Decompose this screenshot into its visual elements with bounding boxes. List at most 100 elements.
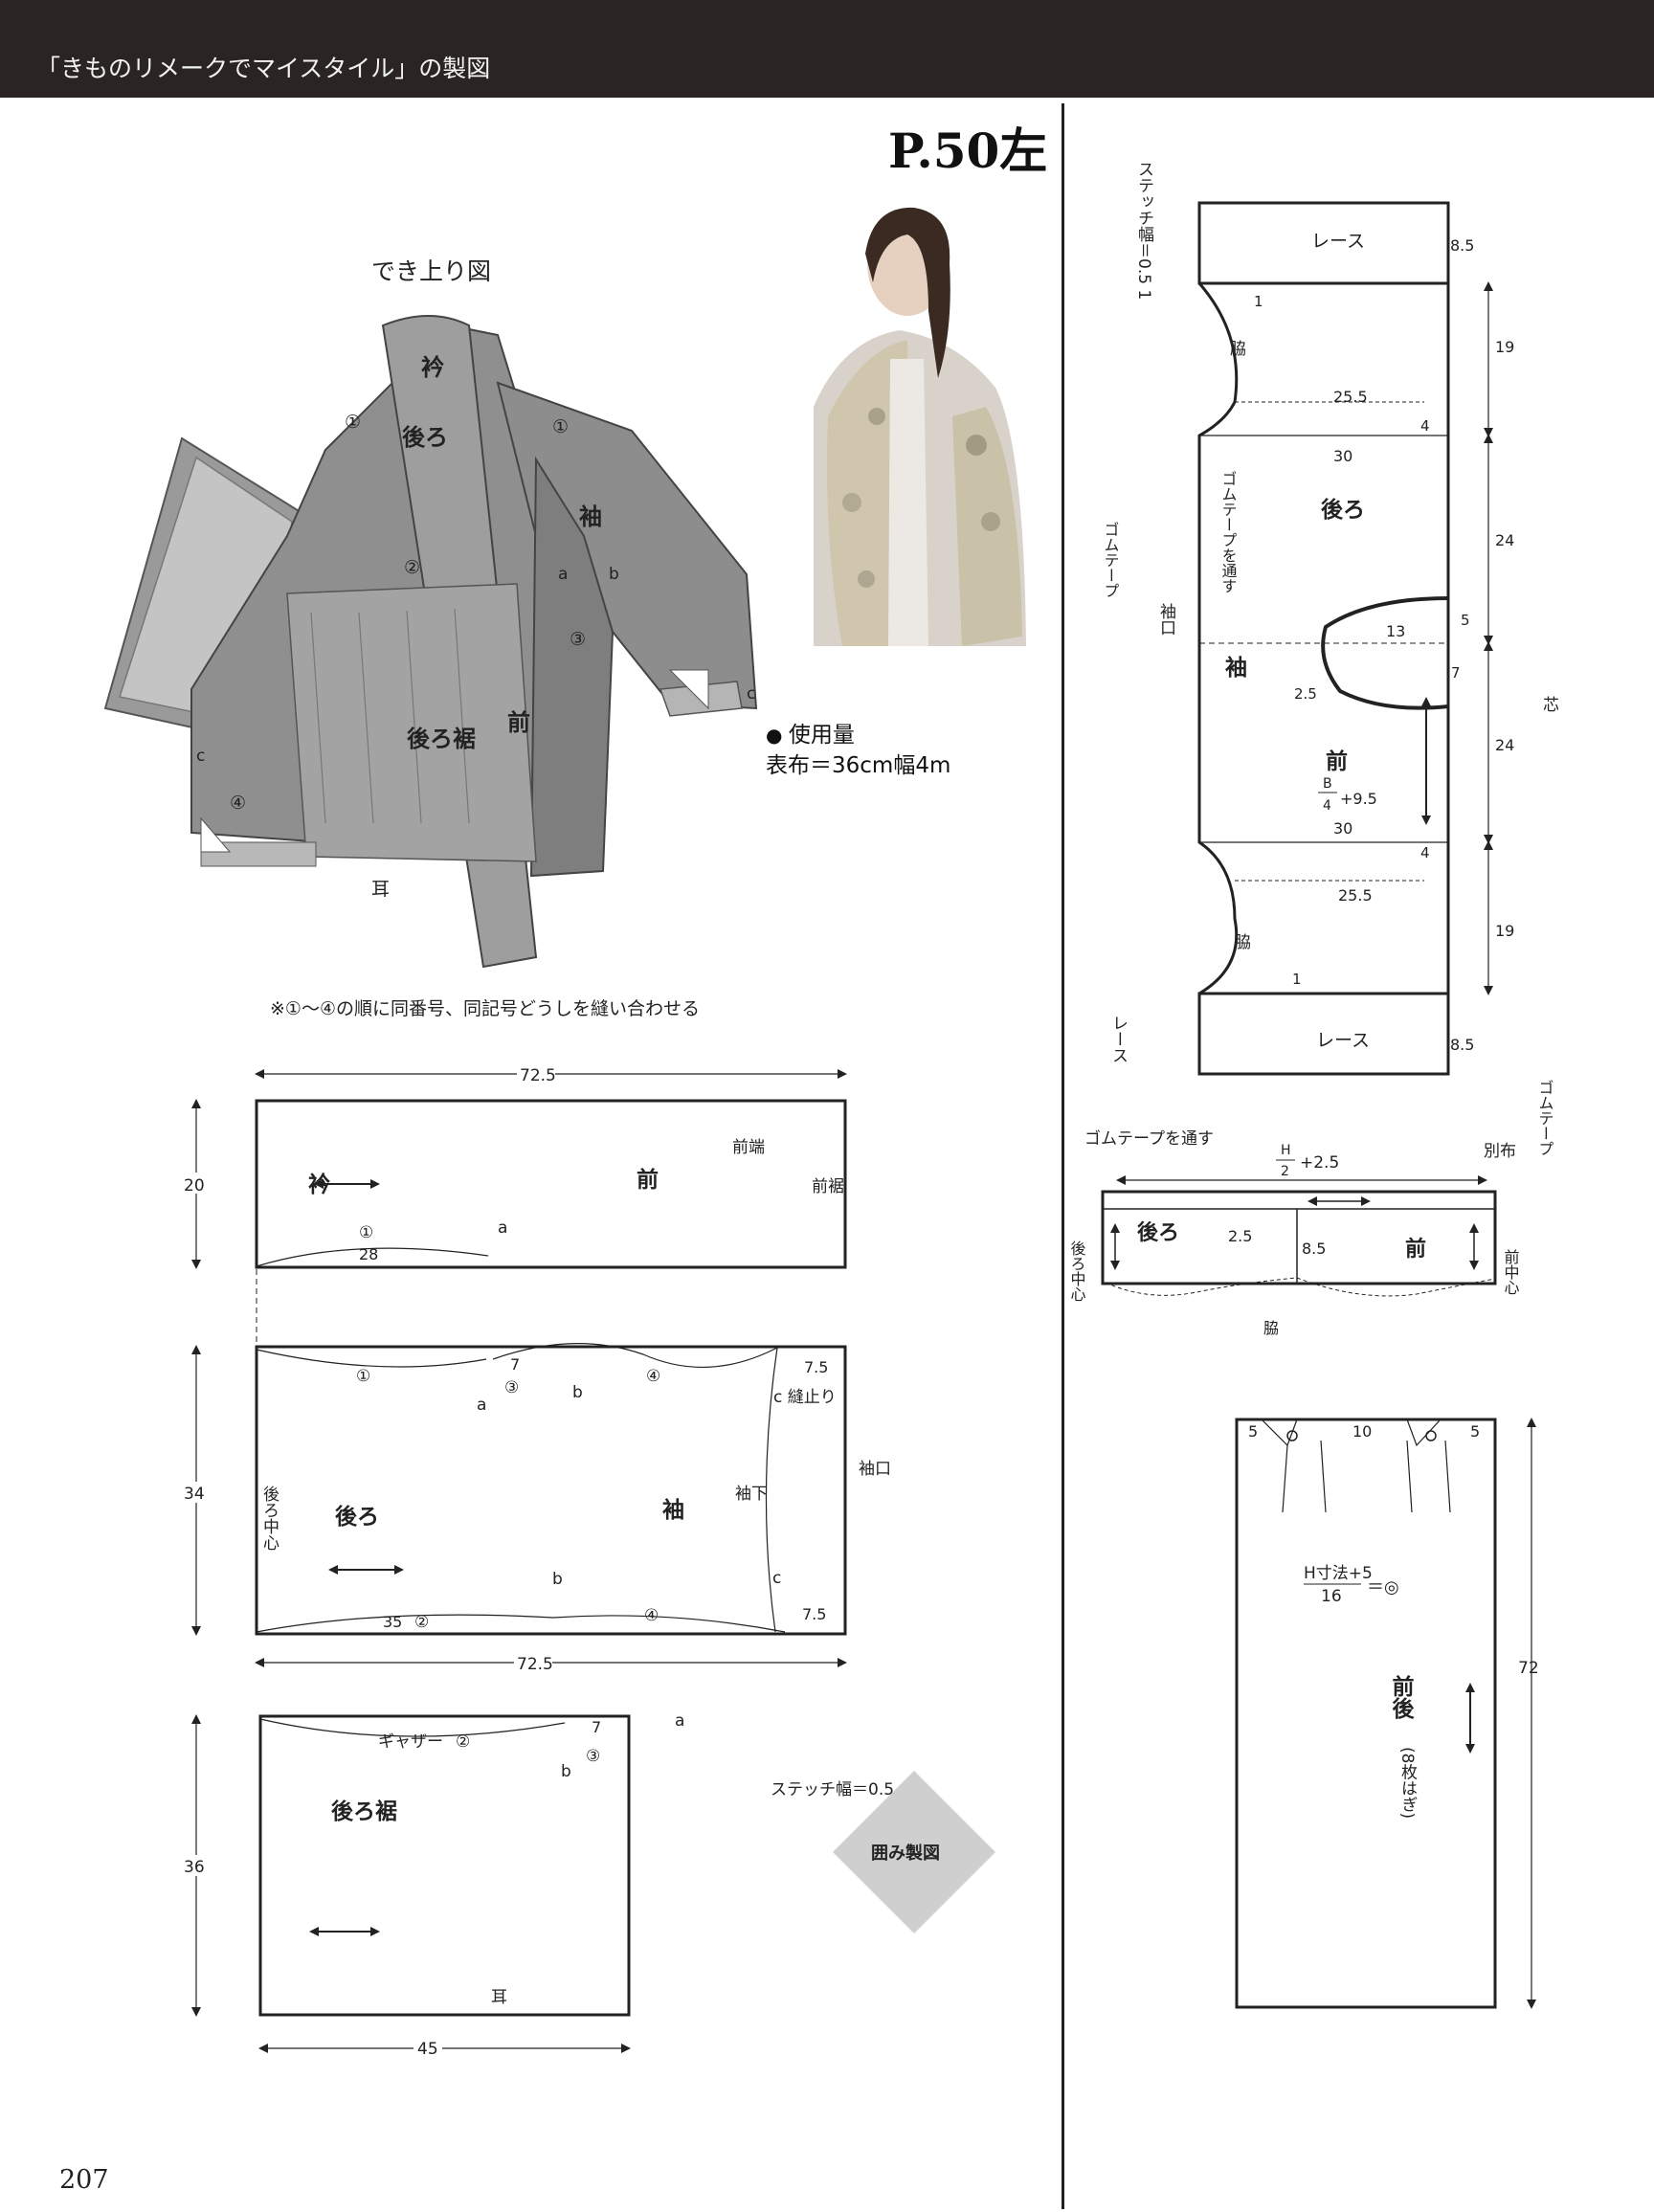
rt-255a: 25.5 bbox=[1333, 388, 1368, 406]
sleeve-back: 後ろ bbox=[335, 1504, 379, 1530]
sleeve-n3: ③ bbox=[504, 1378, 519, 1397]
usage-heading: 使用量 bbox=[788, 723, 855, 748]
collar-a: a bbox=[498, 1218, 507, 1238]
rt-1a: 1 bbox=[1254, 293, 1263, 310]
fv-b: b bbox=[609, 565, 619, 584]
rt-sleeve: 袖 bbox=[1225, 655, 1247, 681]
sleeve-back-center: 後ろ中心 bbox=[259, 1486, 279, 1551]
enclosed-badge-label: 囲み製図 bbox=[871, 1843, 940, 1864]
fabric-usage: ● 使用量 表布＝36cm幅4m bbox=[766, 720, 950, 781]
sleeve-a: a bbox=[477, 1396, 486, 1415]
rt-19b: 19 bbox=[1495, 922, 1514, 940]
sleeve-sleeve: 袖 bbox=[662, 1497, 684, 1523]
sleeve-b: b bbox=[572, 1383, 583, 1402]
sleeve-c: c bbox=[772, 1569, 781, 1588]
band-25: 2.5 bbox=[1228, 1227, 1252, 1245]
rt-cuff: 袖口 bbox=[1156, 603, 1176, 636]
sleeve-bottom-75: 7.5 bbox=[802, 1605, 826, 1623]
sleeve-stop: c 縫止り bbox=[773, 1388, 837, 1407]
enclosed-pattern-badge: 囲み製図 bbox=[833, 1771, 995, 1933]
sleeve-top-7: 7 bbox=[510, 1355, 520, 1374]
hem-gather: ギャザー bbox=[378, 1732, 443, 1752]
fv-c: c bbox=[747, 684, 755, 704]
rt-255b: 25.5 bbox=[1338, 886, 1373, 905]
sleeve-b2: b bbox=[552, 1570, 563, 1589]
column-divider bbox=[1062, 103, 1064, 2209]
band-side: 脇 bbox=[1263, 1319, 1279, 1337]
rt-stitch: ステッチ幅＝0.5 1 bbox=[1134, 161, 1153, 300]
pattern-hem: 36 45 後ろ裾 ギャザー ② ③ 7 a b 耳 ステッチ幅＝0.5 bbox=[182, 1711, 894, 2059]
skirt-10: 10 bbox=[1352, 1422, 1372, 1441]
band-front: 前 bbox=[1405, 1237, 1426, 1262]
hem-b: b bbox=[561, 1762, 571, 1781]
band-back-center: 後ろ中心 bbox=[1068, 1240, 1086, 1302]
rt-19a: 19 bbox=[1495, 338, 1514, 356]
rt-lace-top: レース bbox=[1311, 231, 1365, 252]
rt-85b: 8.5 bbox=[1450, 1036, 1474, 1054]
hem-stitch: ステッチ幅＝0.5 bbox=[771, 1780, 894, 1799]
sleeve-height: 34 bbox=[184, 1485, 205, 1504]
rt-25: 2.5 bbox=[1294, 685, 1317, 703]
fv-n4: ④ bbox=[230, 793, 246, 814]
collar-front-edge: 前端 bbox=[732, 1138, 765, 1157]
sleeve-n4b: ④ bbox=[644, 1606, 659, 1625]
collar-width: 72.5 bbox=[520, 1066, 556, 1085]
rt-interfacing: 芯 bbox=[1543, 696, 1559, 715]
fv-sleeve: 袖 bbox=[579, 503, 602, 530]
rt-side-a: 脇 bbox=[1230, 340, 1246, 359]
rt-front: 前 bbox=[1326, 749, 1348, 774]
rt-formula-4: 4 bbox=[1323, 798, 1331, 814]
rt-7: 7 bbox=[1451, 664, 1461, 681]
sleeve-bottom-35: 35 bbox=[383, 1613, 402, 1631]
rt-4a: 4 bbox=[1420, 417, 1430, 435]
band-85: 8.5 bbox=[1302, 1240, 1326, 1258]
skirt-pieces: (8枚はぎ) bbox=[1397, 1747, 1418, 1819]
collar-front: 前 bbox=[637, 1167, 659, 1193]
rt-30b: 30 bbox=[1333, 819, 1352, 838]
rt-lace-side: レース bbox=[1108, 1015, 1128, 1063]
rt-85a: 8.5 bbox=[1450, 236, 1474, 255]
finished-view: でき上り図 衿 後ろ 袖 前 後ろ裾 耳 a b c c ① ① ② ③ ④ ※… bbox=[103, 257, 758, 1019]
hem-selvage: 耳 bbox=[491, 1988, 507, 2007]
fv-n2: ② bbox=[404, 557, 420, 578]
skirt-72: 72 bbox=[1518, 1659, 1539, 1678]
collar-len: 28 bbox=[359, 1245, 378, 1263]
band-2: 2 bbox=[1281, 1164, 1289, 1179]
band-elastic: ゴムテープ bbox=[1536, 1080, 1554, 1156]
fv-back: 後ろ bbox=[402, 424, 448, 451]
collar-height: 20 bbox=[184, 1176, 205, 1195]
rt-30a: 30 bbox=[1333, 447, 1352, 465]
fv-n1b: ① bbox=[552, 416, 569, 437]
rt-13: 13 bbox=[1386, 622, 1405, 640]
collar-n1: ① bbox=[359, 1223, 373, 1242]
hem-label: 後ろ裾 bbox=[331, 1799, 397, 1824]
hem-n2: ② bbox=[456, 1732, 470, 1752]
rt-formula-rest: +9.5 bbox=[1340, 790, 1377, 808]
band-separate: 別布 bbox=[1484, 1142, 1516, 1161]
pattern-skirt: 5 10 5 72 H寸法+5 16 ＝◎ 前後 (8枚はぎ) bbox=[1235, 1418, 1539, 2009]
rt-back: 後ろ bbox=[1321, 497, 1365, 523]
skirt-label: 前後 bbox=[1388, 1674, 1415, 1719]
skirt-5a: 5 bbox=[1248, 1422, 1258, 1441]
collar-front-hem: 前裾 bbox=[812, 1177, 844, 1196]
rt-24a: 24 bbox=[1495, 531, 1514, 549]
rt-24b: 24 bbox=[1495, 736, 1514, 754]
hem-a: a bbox=[675, 1711, 684, 1731]
sleeve-n4: ④ bbox=[646, 1367, 660, 1386]
fv-a: a bbox=[558, 565, 568, 584]
fv-c2: c bbox=[196, 747, 205, 766]
pattern-band: ゴムテープを通す H 2 +2.5 別布 ゴムテープ 後ろ 前 2.5 8.5 … bbox=[1068, 1080, 1554, 1337]
page-reference: P.50左 bbox=[888, 123, 1048, 179]
band-plus: +2.5 bbox=[1300, 1153, 1339, 1173]
page-number: 207 bbox=[59, 2165, 109, 2195]
header-bar: 「きものリメークでマイスタイル」の製図 bbox=[0, 0, 1654, 98]
sleeve-n2: ② bbox=[414, 1613, 429, 1632]
model-photo bbox=[785, 196, 1043, 702]
skirt-formula-eq: ＝◎ bbox=[1367, 1577, 1399, 1598]
fv-n1: ① bbox=[345, 412, 361, 433]
band-front-center: 前中心 bbox=[1502, 1249, 1520, 1295]
rt-1b: 1 bbox=[1292, 971, 1302, 988]
finished-view-title: でき上り図 bbox=[371, 257, 491, 285]
sleeve-n1: ① bbox=[356, 1367, 370, 1386]
rt-4b: 4 bbox=[1420, 844, 1430, 861]
